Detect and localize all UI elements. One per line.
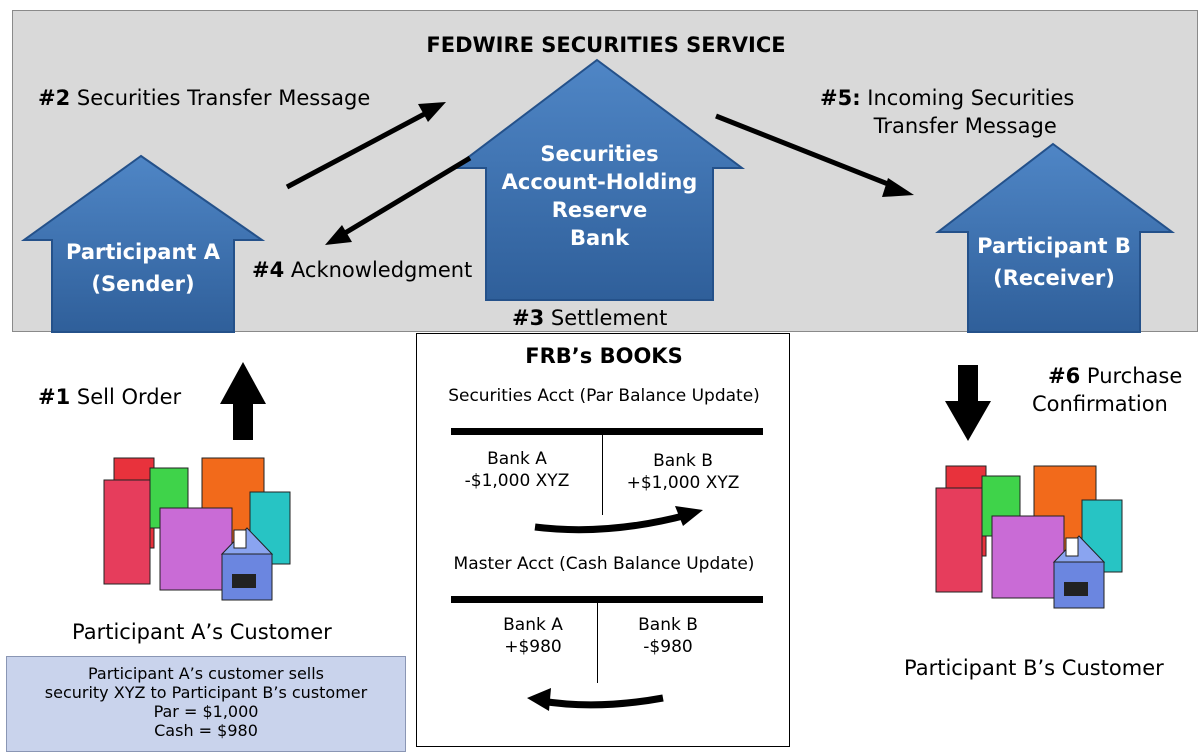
step5-text-line2: Transfer Message — [873, 114, 1057, 138]
step2-label: #2 Securities Transfer Message — [38, 86, 370, 110]
step6-number: #6 — [1048, 364, 1081, 388]
cash-flow-arrow — [540, 694, 664, 709]
reserve-bank-line2: Account-Holding — [501, 170, 698, 194]
city-buildings-icon-b — [935, 465, 1123, 609]
participant-a-name: Participant A — [66, 240, 220, 264]
reserve-bank-line1: Securities — [540, 142, 659, 166]
cash-bank-a-value: +$980 — [504, 637, 562, 657]
participant-b-customer-label: Participant B’s Customer — [904, 656, 1164, 680]
books-flow-arrows — [527, 506, 703, 711]
participant-a-label: Participant A (Sender) — [52, 236, 234, 300]
participant-a-customer-label: Participant A’s Customer — [72, 620, 332, 644]
step2-number: #2 — [38, 86, 71, 110]
securities-account-header: Securities Acct (Par Balance Update) — [448, 386, 760, 406]
reserve-bank-label: Securities Account-Holding Reserve Bank — [486, 140, 713, 252]
step1-text: Sell Order — [76, 385, 182, 409]
incoming-transfer-arrow — [715, 113, 899, 191]
master-t-account-top — [451, 596, 763, 603]
reserve-bank-line3: Reserve — [551, 198, 648, 222]
securities-t-account-top — [451, 428, 763, 435]
books-title: FRB’s BOOKS — [525, 344, 683, 368]
cash-bank-a-entry: Bank A +$980 — [473, 614, 593, 658]
frb-books-box: FRB’s BOOKS Securities Acct (Par Balance… — [416, 333, 790, 747]
step3-text: Settlement — [550, 306, 668, 330]
step1-number: #1 — [38, 385, 71, 409]
city-buildings-icon-a — [103, 457, 291, 601]
sell-order-up-arrow — [220, 362, 266, 440]
transfer-message-arrow — [285, 107, 434, 190]
step5-number: #5: — [820, 86, 861, 110]
step3-label: #3 Settlement — [512, 306, 667, 330]
note-line1: Participant A’s customer sells — [87, 664, 325, 683]
securities-flow-arrow — [534, 511, 688, 534]
step4-number: #4 — [252, 258, 285, 282]
securities-bank-a-entry: Bank A -$1,000 XYZ — [457, 448, 577, 492]
acknowledgment-arrow — [338, 155, 472, 239]
step1-label: #1 Sell Order — [38, 385, 181, 409]
securities-bank-a-name: Bank A — [487, 449, 547, 469]
step6-label: #6 Purchase Confirmation — [1032, 362, 1183, 418]
step6-text-line2: Confirmation — [1032, 392, 1168, 416]
cash-bank-a-name: Bank A — [503, 615, 563, 635]
securities-bank-b-value: +$1,000 XYZ — [626, 473, 740, 493]
participant-b-role: (Receiver) — [993, 266, 1115, 290]
master-account-header: Master Acct (Cash Balance Update) — [453, 554, 755, 574]
cash-bank-b-entry: Bank B -$980 — [613, 614, 723, 658]
master-t-account-divider — [597, 603, 598, 683]
participant-a-role: (Sender) — [91, 272, 195, 296]
step5-text: Incoming Securities — [867, 86, 1075, 110]
securities-t-account-divider — [602, 435, 603, 515]
participant-a-house — [20, 154, 266, 333]
cash-bank-b-value: -$980 — [643, 637, 693, 657]
purchase-confirmation-down-arrow — [945, 365, 991, 441]
step6-text: Purchase — [1086, 364, 1183, 388]
step4-label: #4 Acknowledgment — [252, 258, 472, 282]
reserve-bank-house — [451, 58, 746, 301]
service-title: FEDWIRE SECURITIES SERVICE — [426, 33, 786, 57]
securities-bank-b-entry: Bank B +$1,000 XYZ — [613, 450, 753, 494]
step2-text: Securities Transfer Message — [76, 86, 371, 110]
reserve-bank-line4: Bank — [569, 226, 630, 250]
note-line3: Par = $1,000 — [153, 702, 259, 721]
cash-bank-b-name: Bank B — [638, 615, 698, 635]
participant-b-name: Participant B — [977, 234, 1131, 258]
transaction-note: Participant A’s customer sells security … — [6, 656, 406, 752]
note-line4: Cash = $980 — [154, 721, 258, 740]
step3-number: #3 — [512, 306, 545, 330]
note-line2: security XYZ to Participant B’s customer — [44, 683, 368, 702]
participant-b-label: Participant B (Receiver) — [968, 230, 1140, 294]
securities-bank-a-value: -$1,000 XYZ — [464, 471, 570, 491]
step4-text: Acknowledgment — [290, 258, 473, 282]
step5-label: #5: Incoming Securities Transfer Message — [820, 84, 1074, 140]
participant-b-house — [935, 142, 1176, 333]
securities-bank-b-name: Bank B — [653, 451, 713, 471]
